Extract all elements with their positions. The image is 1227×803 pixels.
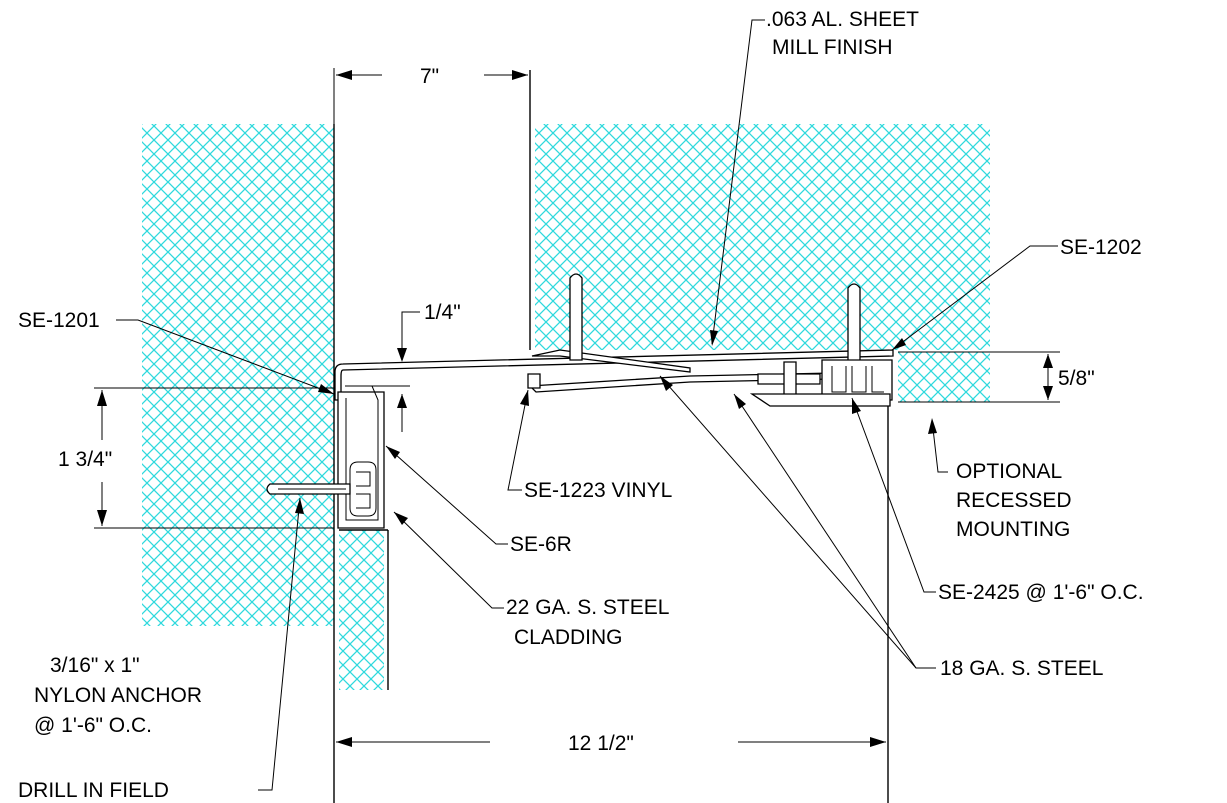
dim-top-gap: 7" bbox=[420, 65, 439, 88]
label-se2425: SE-2425 @ 1'-6" O.C. bbox=[938, 581, 1144, 604]
leader-al-sheet-arrow bbox=[710, 330, 718, 346]
concrete-left-upper bbox=[142, 124, 334, 388]
concrete-left-mid bbox=[142, 388, 334, 528]
leader-se1201 bbox=[116, 319, 335, 395]
leader-anchor bbox=[258, 497, 301, 791]
dim-reveal: 1/4" bbox=[424, 301, 461, 324]
label-optional-2: RECESSED bbox=[956, 489, 1072, 512]
leader-se1223-arrow bbox=[520, 390, 529, 406]
dim-bottom-width: 12 1/2" bbox=[568, 732, 634, 755]
se-2425-clip bbox=[831, 366, 884, 393]
se-1201-inner bbox=[345, 385, 379, 521]
label-anchor-1: 3/16" x 1" bbox=[50, 654, 140, 677]
leader-se2425 bbox=[851, 397, 936, 593]
leader-optional-arrow bbox=[928, 418, 937, 434]
leader-se2425-arrow bbox=[852, 398, 861, 414]
al-cover-sheet bbox=[334, 349, 894, 401]
concrete-left-lower bbox=[142, 528, 334, 626]
label-se1201: SE-1201 bbox=[18, 309, 100, 332]
se-1202-frame bbox=[821, 359, 893, 401]
leader-se6r bbox=[385, 445, 508, 545]
label-cladding-1: 22 GA. S. STEEL bbox=[506, 596, 669, 619]
dim-depth-arrow-bottom bbox=[97, 510, 107, 526]
leader-se1223 bbox=[507, 389, 529, 491]
dim-12-arrow-left bbox=[336, 737, 352, 747]
label-se6r: SE-6R bbox=[510, 533, 572, 556]
dim-14-leader bbox=[401, 311, 420, 360]
dim-7-arrow-left bbox=[336, 70, 352, 80]
leader-al-sheet bbox=[711, 19, 765, 345]
concrete-right-upper bbox=[535, 124, 990, 350]
se-6r-gland-inner bbox=[356, 471, 371, 509]
label-se1223: SE-1223 VINYL bbox=[524, 479, 672, 502]
leader-se6r-arrow bbox=[386, 446, 400, 459]
leader-cladding bbox=[393, 511, 504, 609]
se-1223-vinyl bbox=[527, 373, 541, 389]
leader-steel-b-arrow bbox=[734, 394, 746, 409]
dim-14-arrow-bottom bbox=[397, 394, 407, 408]
bolt-head bbox=[783, 361, 797, 397]
dim-depth-arrow-top bbox=[97, 390, 107, 406]
label-anchor-4: DRILL IN FIELD bbox=[18, 779, 169, 802]
label-steel-18: 18 GA. S. STEEL bbox=[940, 657, 1103, 680]
label-al-sheet-1: .063 AL. SHEET bbox=[766, 8, 919, 31]
label-anchor-3: @ 1'-6" O.C. bbox=[34, 714, 152, 737]
leader-se1202 bbox=[891, 245, 1058, 351]
dim-58-arrow-bottom bbox=[1043, 386, 1053, 400]
dim-14-arrow-top bbox=[397, 348, 407, 362]
leader-steel-a bbox=[659, 375, 936, 669]
leader-steel-b bbox=[733, 393, 917, 669]
label-al-sheet-2: MILL FINISH bbox=[772, 36, 893, 59]
dim-cover-height: 5/8" bbox=[1058, 367, 1095, 390]
anchor-right-b bbox=[847, 283, 861, 373]
dim-depth: 1 3/4" bbox=[58, 448, 112, 471]
anchor-right-a bbox=[569, 273, 583, 361]
dim-7-arrow-right bbox=[512, 70, 528, 80]
label-optional-1: OPTIONAL bbox=[956, 460, 1062, 483]
dim-12-arrow-right bbox=[870, 737, 886, 747]
label-anchor-2: NYLON ANCHOR bbox=[34, 684, 202, 707]
label-optional-3: MOUNTING bbox=[956, 518, 1070, 541]
concrete-right-recess bbox=[898, 352, 990, 402]
leader-se1201-arrow bbox=[318, 384, 334, 394]
label-cladding-2: CLADDING bbox=[514, 626, 623, 649]
leader-steel-a-arrow bbox=[660, 376, 673, 391]
se-6r-gland bbox=[349, 461, 377, 517]
leader-se1202-arrow bbox=[892, 338, 906, 350]
dim-58-arrow-top bbox=[1043, 354, 1053, 368]
concrete-cladding-strip bbox=[339, 530, 384, 690]
bottom-plate bbox=[749, 393, 891, 407]
leader-cladding-arrow bbox=[394, 512, 408, 525]
leader-anchor-arrow bbox=[295, 498, 304, 514]
label-se1202: SE-1202 bbox=[1060, 236, 1142, 259]
leader-optional bbox=[931, 419, 948, 473]
